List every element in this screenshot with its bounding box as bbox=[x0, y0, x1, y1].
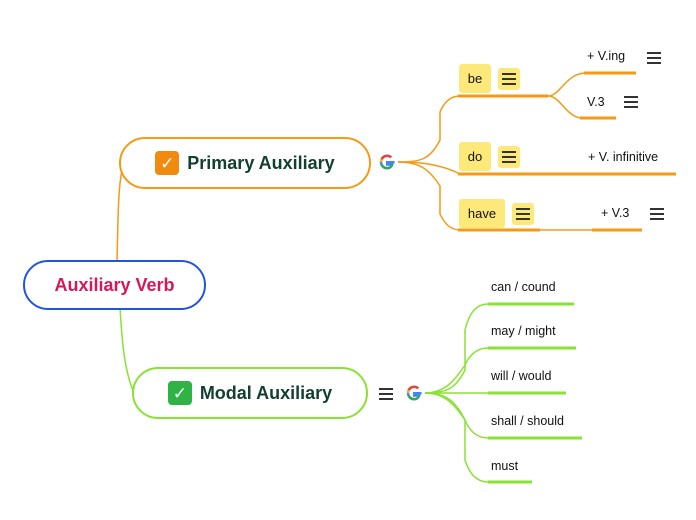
topic-have[interactable]: have bbox=[459, 199, 505, 228]
check-icon: ✓ bbox=[167, 381, 192, 405]
root-topic[interactable]: Auxiliary Verb bbox=[23, 260, 206, 310]
primary-auxiliary-label: Primary Auxiliary bbox=[187, 152, 335, 173]
topic-do[interactable]: do bbox=[459, 142, 491, 171]
menu-icon[interactable] bbox=[650, 208, 664, 220]
leaf-shall-should[interactable]: shall / should bbox=[491, 414, 564, 428]
modal-auxiliary-label: Modal Auxiliary bbox=[199, 382, 333, 403]
leaf-must[interactable]: must bbox=[491, 459, 519, 473]
modal-auxiliary-topic[interactable]: ✓ Modal Auxiliary bbox=[132, 367, 368, 419]
menu-icon[interactable] bbox=[379, 388, 393, 400]
leaf-will-would[interactable]: will / would bbox=[491, 369, 552, 383]
leaf-v3[interactable]: V.3 bbox=[587, 95, 605, 109]
menu-icon[interactable] bbox=[498, 146, 520, 168]
primary-auxiliary-topic[interactable]: ✓ Primary Auxiliary bbox=[119, 137, 371, 189]
check-icon: ✓ bbox=[155, 151, 180, 175]
google-icon[interactable] bbox=[377, 152, 397, 172]
leaf-v-ing[interactable]: + V.ing bbox=[587, 49, 626, 63]
topic-have-label: have bbox=[467, 206, 497, 221]
menu-icon[interactable] bbox=[498, 68, 520, 90]
root-topic-label: Auxiliary Verb bbox=[54, 274, 175, 295]
topic-be-label: be bbox=[467, 71, 483, 86]
leaf-may-might[interactable]: may / might bbox=[491, 324, 556, 338]
menu-icon[interactable] bbox=[512, 203, 534, 225]
menu-icon[interactable] bbox=[647, 52, 661, 64]
leaf-can-could[interactable]: can / cound bbox=[491, 280, 556, 294]
leaf-v-infinitive[interactable]: + V. infinitive bbox=[588, 150, 659, 164]
topic-be[interactable]: be bbox=[459, 64, 491, 93]
leaf-have-v3[interactable]: + V.3 bbox=[601, 206, 630, 220]
google-icon[interactable] bbox=[404, 383, 424, 403]
topic-do-label: do bbox=[467, 149, 483, 164]
menu-icon[interactable] bbox=[624, 96, 638, 108]
